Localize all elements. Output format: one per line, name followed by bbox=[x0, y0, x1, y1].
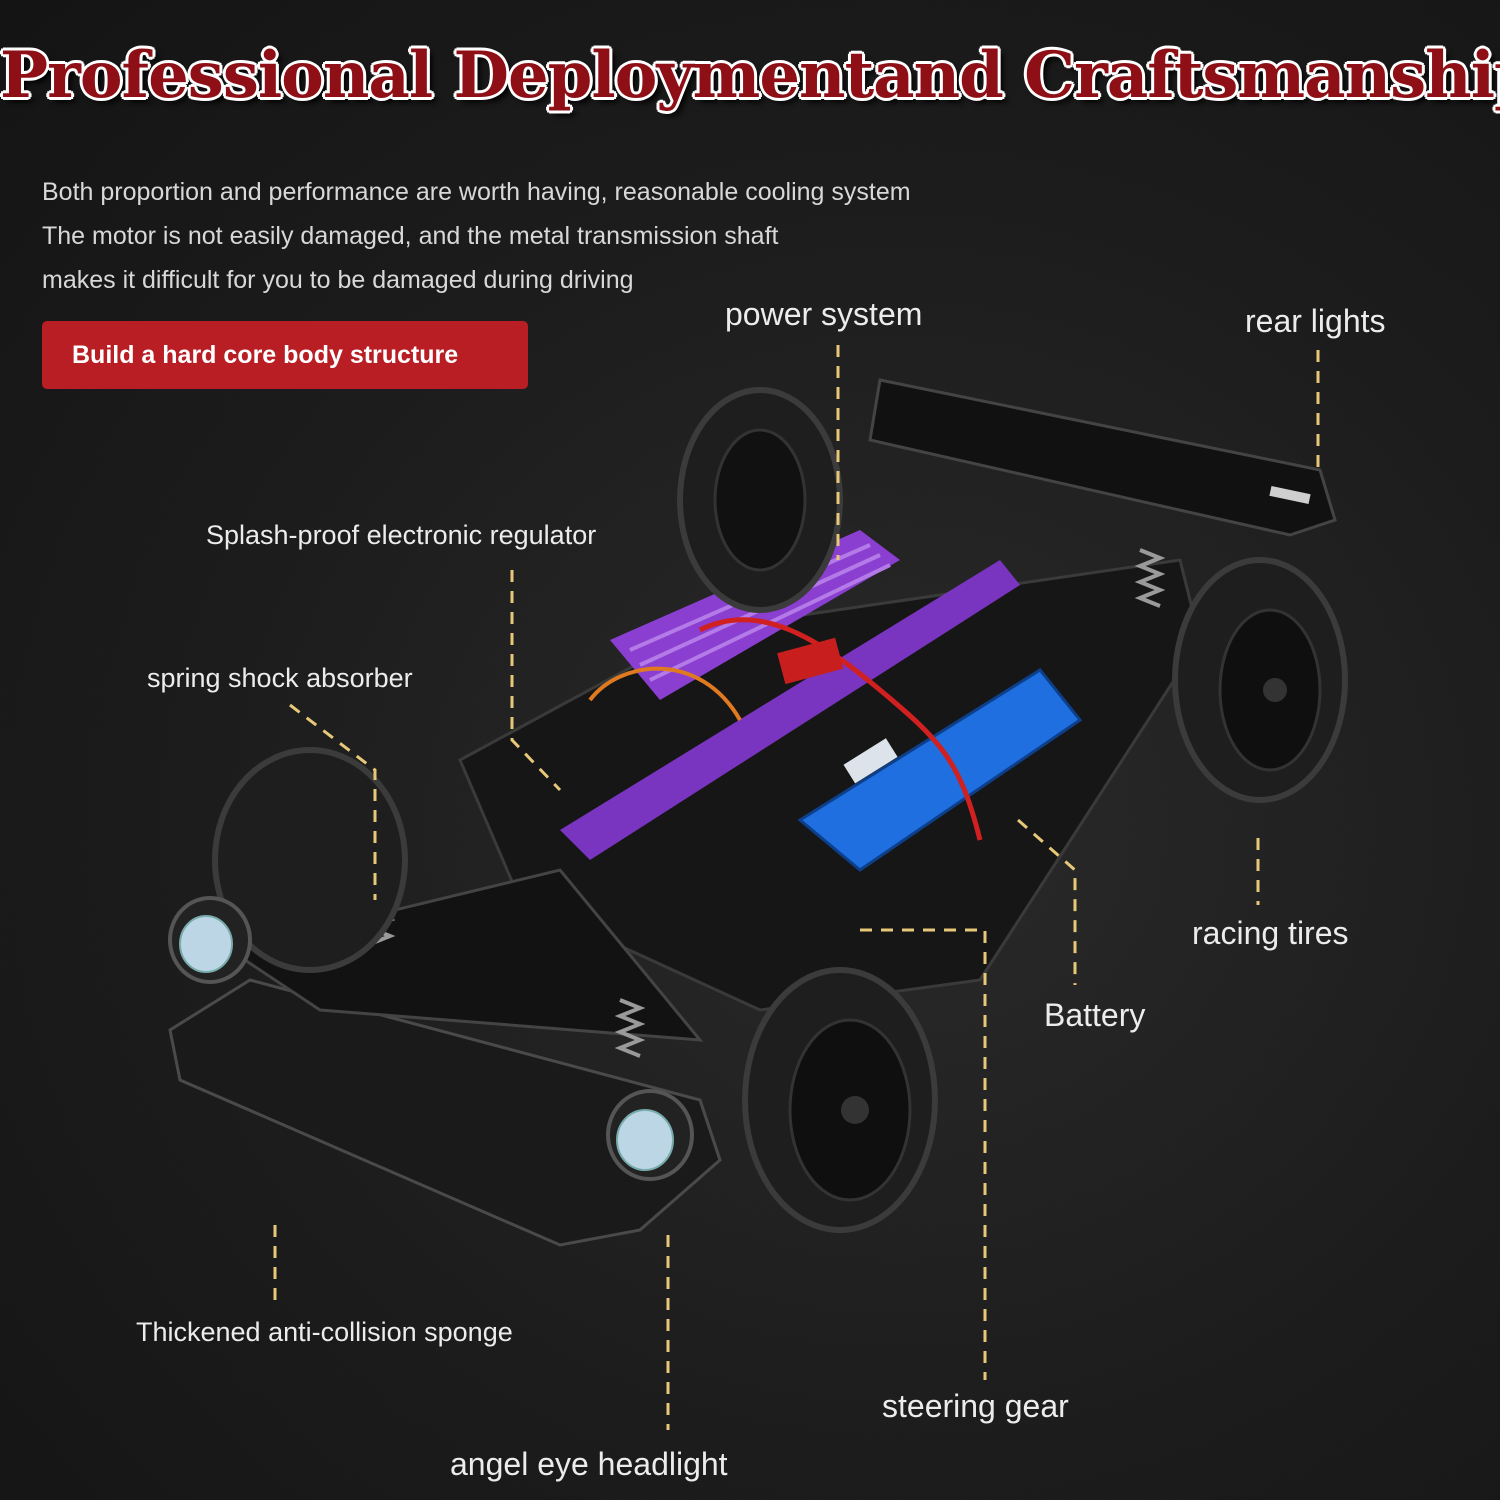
red-wire bbox=[698, 617, 983, 841]
transmission-shaft bbox=[560, 560, 1020, 860]
headline: Professional Deploymentand Craftsmanship bbox=[0, 38, 1500, 113]
front-shock-right bbox=[614, 998, 646, 1058]
headlight-right bbox=[606, 1089, 694, 1181]
wheel-front-left bbox=[212, 747, 408, 973]
leader-lines bbox=[273, 345, 1320, 1430]
callout-anti-collision-sponge: Thickened anti-collision sponge bbox=[136, 1317, 513, 1347]
callout-racing-tires: racing tires bbox=[1192, 915, 1349, 951]
rear-light-bar bbox=[868, 378, 1337, 537]
callout-rear-lights: rear lights bbox=[1245, 303, 1386, 339]
description-line-1: Both proportion and performance are wort… bbox=[42, 178, 911, 206]
feature-badge-label: Build a hard core body structure bbox=[72, 340, 459, 369]
leader-regulator bbox=[510, 570, 562, 792]
wheel-rear-left bbox=[677, 387, 843, 613]
battery-pack bbox=[797, 668, 1083, 872]
headlight-left bbox=[168, 896, 252, 984]
callout-power-system: power system bbox=[725, 296, 923, 332]
connector-plug bbox=[777, 637, 844, 685]
callout-regulator: Splash-proof electronic regulator bbox=[206, 520, 597, 550]
leader-shock bbox=[289, 703, 377, 900]
callout-battery: Battery bbox=[1044, 997, 1146, 1033]
description-line-2: The motor is not easily damaged, and the… bbox=[42, 222, 779, 250]
leader-battery bbox=[1017, 818, 1077, 985]
description-line-3: makes it difficult for you to be damaged… bbox=[42, 266, 634, 294]
rear-light-led bbox=[1269, 485, 1311, 505]
callout-angel-eye-headlight: angel eye headlight bbox=[450, 1446, 728, 1482]
callout-shock-absorber: spring shock absorber bbox=[147, 663, 413, 693]
wheel-front-right bbox=[742, 967, 938, 1233]
front-bumper-frame bbox=[226, 868, 704, 1042]
leader-steering-gear bbox=[860, 928, 987, 1380]
feature-badge: Build a hard core body structure bbox=[42, 321, 528, 389]
callout-steering-gear: steering gear bbox=[882, 1388, 1069, 1424]
wheel-rear-right bbox=[1172, 557, 1348, 803]
orange-wire bbox=[588, 666, 742, 721]
rear-shock bbox=[1134, 548, 1166, 608]
